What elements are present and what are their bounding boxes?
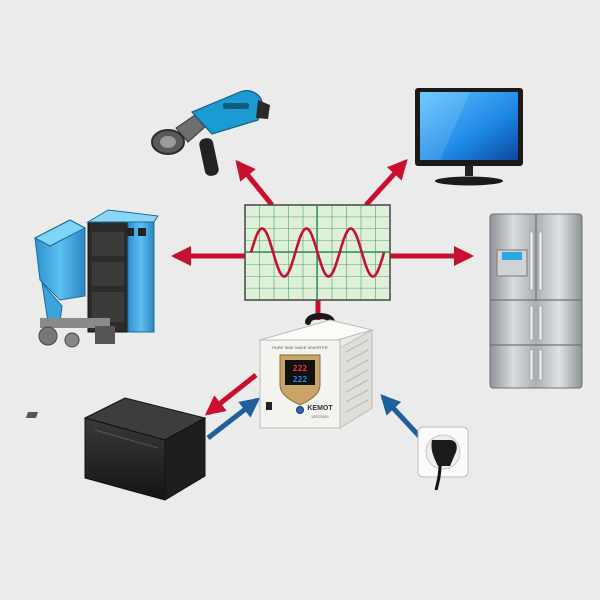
socket-icon bbox=[417, 426, 469, 491]
power-switch bbox=[266, 402, 272, 410]
sine-wave-scope bbox=[244, 204, 391, 301]
display-bottom-value: 222 bbox=[293, 375, 308, 384]
sine-wave bbox=[249, 227, 386, 278]
arrow-from-battery bbox=[206, 397, 261, 440]
inverter-brand: KEMOT bbox=[307, 405, 333, 412]
arrow-to-tv bbox=[364, 159, 408, 207]
tv-icon bbox=[415, 88, 523, 186]
inverter-header-text: PURE SINE WAVE INVERTER bbox=[272, 345, 327, 350]
inverter-icon: PURE SINE WAVE INVERTER 222 222 KEMOT UR… bbox=[258, 313, 374, 429]
arrow-to-grinder bbox=[235, 159, 274, 207]
arrow-to-battery-charge bbox=[204, 373, 258, 416]
boiler-icon bbox=[33, 209, 159, 348]
inverter-model: URZ3409 bbox=[311, 414, 329, 419]
fridge-icon bbox=[489, 213, 583, 389]
arrow-from-socket bbox=[380, 394, 422, 439]
output-arrows bbox=[171, 159, 474, 416]
battery-icon bbox=[25, 397, 207, 501]
angle-grinder-icon bbox=[151, 90, 270, 176]
input-arrows bbox=[206, 394, 422, 440]
display-top-value: 222 bbox=[293, 364, 308, 373]
mode-button bbox=[296, 406, 304, 414]
